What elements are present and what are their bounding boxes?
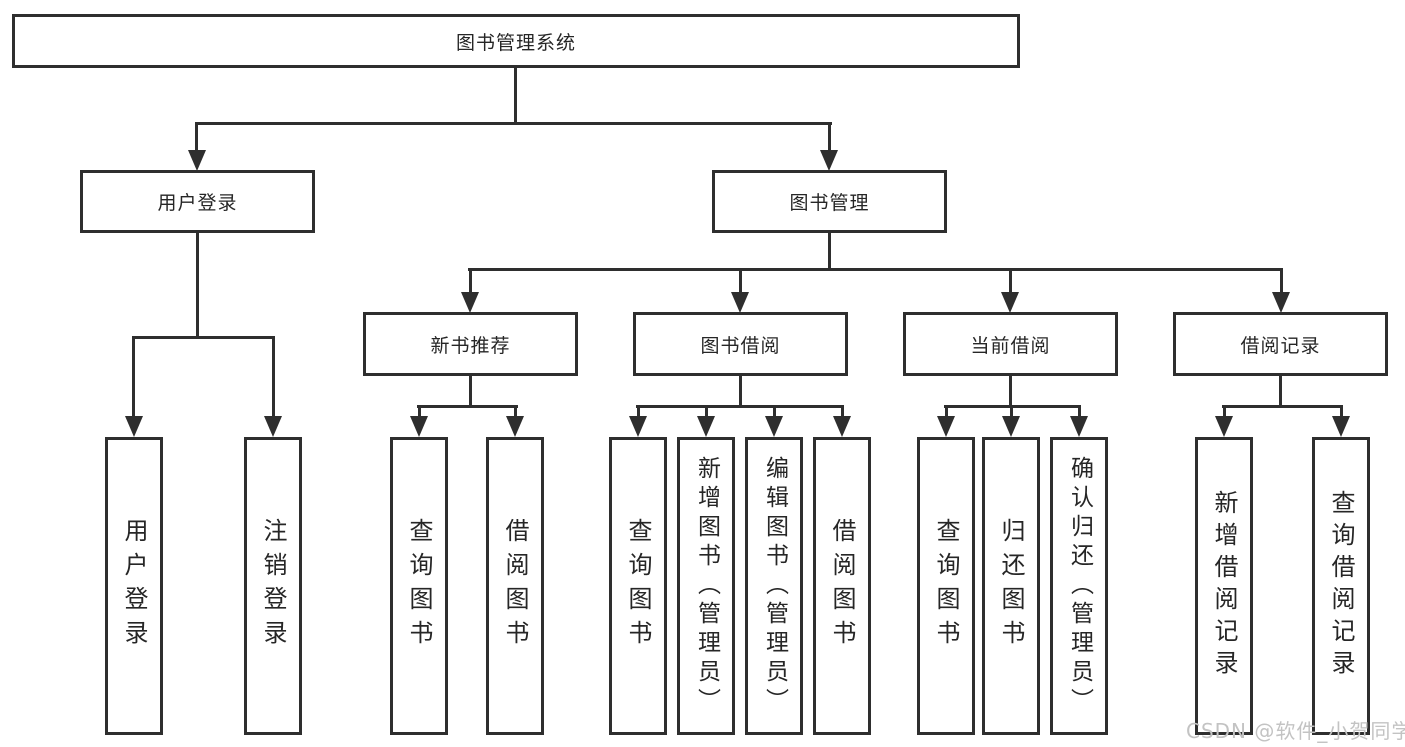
connector-line — [637, 405, 640, 419]
leaf-search-books-recommend: 查询图书 — [390, 437, 448, 735]
connector-line — [841, 405, 844, 419]
connector-line — [1280, 268, 1283, 294]
connector-line — [773, 405, 776, 419]
node-book-management-label: 图书管理 — [789, 192, 870, 214]
connector-line — [945, 405, 948, 419]
leaf-confirm-return-admin: 确认归还（管理员） — [1050, 437, 1108, 735]
node-root-label: 图书管理系统 — [455, 31, 576, 54]
leaf-user-login-label: 用户登录 — [120, 518, 148, 654]
connector-line — [195, 122, 832, 125]
arrowhead-down-icon — [1332, 416, 1350, 437]
arrowhead-down-icon — [264, 416, 282, 437]
leaf-edit-books-admin: 编辑图书（管理员） — [745, 437, 803, 735]
leaf-add-borrow-record-label: 新增借阅记录 — [1210, 490, 1238, 682]
arrowhead-down-icon — [731, 292, 749, 313]
leaf-borrow-books-borrowing: 借阅图书 — [813, 437, 871, 735]
connector-line — [739, 268, 742, 294]
csdn-watermark: CSDN @软件_小贺同学 — [1186, 719, 1405, 743]
leaf-search-books-borrowing: 查询图书 — [609, 437, 667, 735]
connector-line — [514, 405, 517, 419]
arrowhead-down-icon — [697, 416, 715, 437]
node-current-borrowing-label: 当前借阅 — [970, 334, 1051, 357]
leaf-borrow-books-recommend: 借阅图书 — [486, 437, 544, 735]
connector-line — [469, 268, 472, 294]
arrowhead-down-icon — [188, 150, 206, 171]
connector-line — [1340, 405, 1343, 419]
node-borrowing-records-label: 借阅记录 — [1240, 334, 1321, 357]
leaf-search-borrow-record: 查询借阅记录 — [1312, 437, 1370, 735]
leaf-search-books-recommend-label: 查询图书 — [405, 518, 433, 654]
connector-line — [1279, 376, 1282, 408]
leaf-add-books-admin-label: 新增图书（管理员） — [693, 455, 720, 717]
node-new-book-recommend-label: 新书推荐 — [430, 334, 511, 357]
arrowhead-down-icon — [1272, 292, 1290, 313]
node-user-login-label: 用户登录 — [157, 192, 238, 214]
leaf-return-books: 归还图书 — [982, 437, 1040, 735]
node-current-borrowing: 当前借阅 — [903, 312, 1118, 376]
connector-line — [196, 233, 199, 339]
arrowhead-down-icon — [125, 416, 143, 437]
connector-line — [132, 336, 275, 339]
arrowhead-down-icon — [765, 416, 783, 437]
connector-line — [468, 268, 1283, 271]
node-user-login: 用户登录 — [80, 170, 315, 233]
node-new-book-recommend: 新书推荐 — [363, 312, 578, 376]
connector-line — [1222, 405, 1343, 408]
connector-line — [132, 336, 135, 419]
connector-line — [1223, 405, 1226, 419]
node-root: 图书管理系统 — [12, 14, 1020, 68]
node-book-borrowing-label: 图书借阅 — [700, 334, 781, 357]
leaf-add-books-admin: 新增图书（管理员） — [677, 437, 735, 735]
leaf-logout-label: 注销登录 — [259, 518, 287, 654]
connector-line — [195, 122, 198, 152]
leaf-search-books-current: 查询图书 — [917, 437, 975, 735]
arrowhead-down-icon — [1215, 416, 1233, 437]
node-borrowing-records: 借阅记录 — [1173, 312, 1388, 376]
connector-line — [272, 336, 275, 419]
arrowhead-down-icon — [506, 416, 524, 437]
leaf-search-borrow-record-label: 查询借阅记录 — [1327, 490, 1355, 682]
arrowhead-down-icon — [820, 150, 838, 171]
connector-line — [1010, 405, 1013, 419]
arrowhead-down-icon — [833, 416, 851, 437]
connector-line — [418, 405, 421, 419]
connector-line — [739, 376, 742, 408]
connector-line — [514, 68, 517, 122]
connector-line — [828, 233, 831, 270]
arrowhead-down-icon — [629, 416, 647, 437]
leaf-search-books-borrowing-label: 查询图书 — [624, 518, 652, 654]
leaf-logout: 注销登录 — [244, 437, 302, 735]
connector-line — [1009, 376, 1012, 408]
connector-line — [636, 405, 844, 408]
arrowhead-down-icon — [1070, 416, 1088, 437]
node-book-borrowing: 图书借阅 — [633, 312, 848, 376]
connector-line — [417, 405, 518, 408]
connector-line — [1078, 405, 1081, 419]
connector-line — [828, 122, 831, 152]
arrowhead-down-icon — [461, 292, 479, 313]
arrowhead-down-icon — [410, 416, 428, 437]
arrowhead-down-icon — [1002, 416, 1020, 437]
leaf-borrow-books-recommend-label: 借阅图书 — [501, 518, 529, 654]
leaf-search-books-current-label: 查询图书 — [932, 518, 960, 654]
leaf-return-books-label: 归还图书 — [997, 518, 1025, 654]
connector-line — [1009, 268, 1012, 294]
leaf-edit-books-admin-label: 编辑图书（管理员） — [761, 455, 788, 717]
arrowhead-down-icon — [937, 416, 955, 437]
connector-line — [705, 405, 708, 419]
connector-line — [469, 376, 472, 408]
node-book-management: 图书管理 — [712, 170, 947, 233]
arrowhead-down-icon — [1001, 292, 1019, 313]
leaf-confirm-return-admin-label: 确认归还（管理员） — [1066, 455, 1093, 717]
leaf-user-login: 用户登录 — [105, 437, 163, 735]
leaf-add-borrow-record: 新增借阅记录 — [1195, 437, 1253, 735]
leaf-borrow-books-borrowing-label: 借阅图书 — [828, 518, 856, 654]
